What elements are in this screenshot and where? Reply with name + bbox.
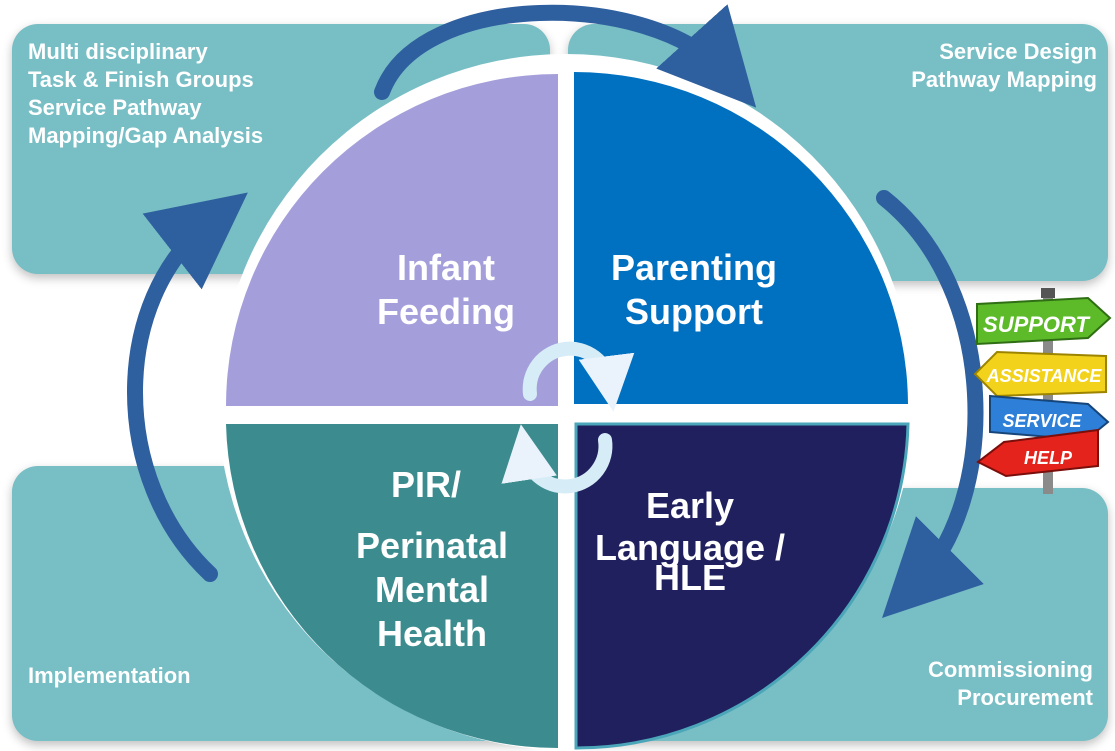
cycle-arrow-right-icon [876,190,984,618]
cycle-arrow-left-icon [127,192,248,582]
panel-text-top-left: Multi disciplinary Task & Finish Groups … [28,39,264,148]
quadrant-pir [226,424,558,749]
early-language-line3: HLE [654,557,726,598]
pir-line2: Perinatal [356,525,508,566]
quadrant-parenting-support [574,72,908,404]
pir-line4: Health [377,613,487,654]
sign-assistance: ASSISTANCE [986,366,1103,386]
early-language-line1: Early [646,485,734,526]
panel-text-top-right: Service Design Pathway Mapping [911,39,1097,92]
pir-line3: Mental [375,569,489,610]
panel-text-bottom-right: Commissioning Procurement [927,657,1093,710]
quadrant-infant-feeding [226,74,558,406]
signpost-icon: SUPPORT ASSISTANCE SERVICE HELP [973,288,1112,494]
quadrant-early-language [574,422,910,750]
panel-text-bottom-left: Implementation [28,663,191,688]
center-arrow-top-icon [522,341,635,412]
cycle-arrow-top-icon [374,4,757,108]
sign-support: SUPPORT [983,312,1091,337]
infant-feeding-line2: Feeding [377,291,515,332]
infant-feeding-line1: Infant [397,247,495,288]
parenting-support-line1: Parenting [611,247,777,288]
sign-service: SERVICE [1002,411,1082,431]
early-language-line2: Language / [595,527,785,568]
center-arrow-bottom-icon [501,424,613,494]
sign-help: HELP [1024,448,1073,468]
pir-line1: PIR/ [391,464,461,505]
parenting-support-line2: Support [625,291,763,332]
